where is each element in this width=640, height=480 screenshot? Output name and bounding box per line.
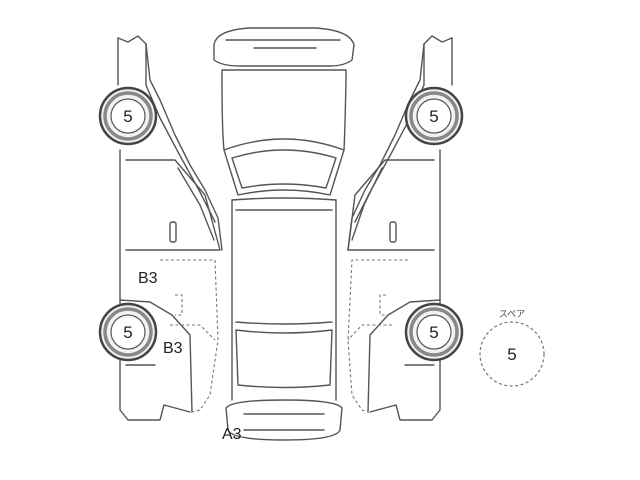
tire-rear-right-value: 5 bbox=[429, 323, 438, 342]
tire-rear-left: 5 bbox=[98, 302, 158, 362]
tire-rear-left-value: 5 bbox=[123, 323, 132, 342]
damage-mark-rear-bumper: A3 bbox=[222, 426, 242, 443]
tire-front-right: 5 bbox=[404, 86, 464, 146]
spare-tire: スペア 5 bbox=[479, 310, 545, 387]
left-side-view bbox=[117, 35, 223, 421]
top-view bbox=[213, 27, 355, 441]
damage-mark-left-rear-door: B3 bbox=[138, 270, 158, 287]
spare-label: スペア bbox=[499, 310, 525, 320]
tire-front-left-value: 5 bbox=[123, 107, 132, 126]
damage-mark-left-rear-quarter: B3 bbox=[163, 340, 183, 357]
tire-front-left: 5 bbox=[98, 86, 158, 146]
spare-value: 5 bbox=[507, 345, 516, 364]
tire-rear-right: 5 bbox=[404, 302, 464, 362]
tire-front-right-value: 5 bbox=[429, 107, 438, 126]
